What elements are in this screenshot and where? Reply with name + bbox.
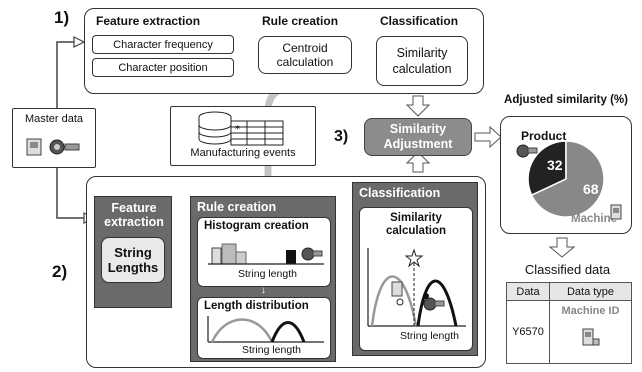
s1-feature-extraction-title: Feature extraction — [96, 14, 201, 28]
section-1-number: 1) — [54, 8, 70, 27]
svg-text:*: * — [235, 124, 240, 135]
table-cell-data: Y6570 — [507, 301, 550, 363]
similarity-adjustment-box: Similarity Adjustment — [364, 118, 472, 156]
master-to-section2-arrow — [56, 165, 84, 219]
histogram-title: Histogram creation — [204, 220, 309, 232]
machine-label: Machine — [571, 213, 618, 225]
machine-id-icon — [582, 328, 600, 346]
s2-rule-creation-title: Rule creation — [197, 200, 277, 214]
s2-rule-creation-panel: Rule creation Histogram creation String … — [190, 196, 336, 362]
product-value-label: 32 — [547, 157, 563, 173]
chart-to-classified-arrow — [548, 237, 576, 258]
s2-classification-panel: Classification Similarity calculation St… — [352, 182, 478, 356]
histogram-panel: Histogram creation String length — [197, 217, 331, 287]
character-frequency-box: Character frequency — [92, 35, 234, 54]
string-lengths-box: String Lengths — [101, 237, 165, 283]
histogram-graphic — [208, 243, 324, 265]
s2-classification-title: Classification — [359, 186, 441, 200]
product-label: Product — [521, 129, 567, 143]
section-2-number: 2) — [52, 262, 68, 281]
histogram-down-arrow: ↓ — [261, 285, 266, 296]
length-distribution-axis-label: String length — [242, 344, 301, 356]
classification-to-adjustment-arrow — [405, 151, 431, 173]
master-data-card: Master data — [12, 108, 96, 168]
adjusted-similarity-pie — [527, 140, 605, 218]
similarity-chart-panel: Similarity calculation String length — [359, 207, 473, 351]
s1-classification-title: Classification — [380, 14, 459, 28]
classified-data-title: Classified data — [524, 262, 611, 277]
adjusted-similarity-panel: Product 32 68 Machine — [500, 116, 632, 234]
length-distribution-graphic — [207, 316, 324, 343]
centroid-calculation-box: Centroid calculation — [258, 36, 352, 74]
adjusted-similarity-title: Adjusted similarity (%) — [504, 94, 628, 106]
length-distribution-title: Length distribution — [204, 300, 309, 312]
master-to-section1-arrow — [56, 41, 74, 108]
master-data-label: Master data — [24, 113, 84, 125]
pie-slice-machine — [530, 140, 605, 218]
length-distribution-panel: Length distribution String length — [197, 297, 331, 359]
s2-feature-extraction-panel: Feature extraction String Lengths — [94, 196, 172, 308]
similarity-graphic — [367, 248, 466, 327]
similarity-to-adjustment-arrow — [405, 95, 431, 117]
s2-similarity-title: Similarity calculation — [385, 212, 447, 237]
adjustment-to-chart-arrow — [474, 125, 502, 149]
table-header-data-type: Data type — [550, 283, 631, 301]
machine-value-label: 68 — [583, 181, 599, 197]
section-3-number: 3) — [334, 128, 349, 145]
character-position-box: Character position — [92, 58, 234, 77]
table-header-data: Data — [507, 283, 550, 301]
table-cell-data-type: Machine ID — [561, 305, 620, 317]
pie-part-icons — [516, 144, 622, 220]
master-data-parts-icon — [26, 138, 80, 156]
s2-feature-extraction-title: Feature extraction — [104, 201, 164, 229]
classified-data-table: Data Data type Y6570 Machine ID — [506, 282, 632, 364]
manufacturing-events-label: Manufacturing events — [190, 147, 296, 159]
similarity-calculation-box: Similarity calculation — [376, 36, 468, 86]
pie-slice-product — [527, 140, 567, 197]
manufacturing-events-card: * Manufacturing events — [170, 106, 316, 166]
database-icon: * — [198, 111, 284, 146]
s1-rule-creation-title: Rule creation — [262, 14, 339, 28]
similarity-axis-label: String length — [400, 330, 459, 342]
histogram-axis-label: String length — [238, 268, 297, 280]
